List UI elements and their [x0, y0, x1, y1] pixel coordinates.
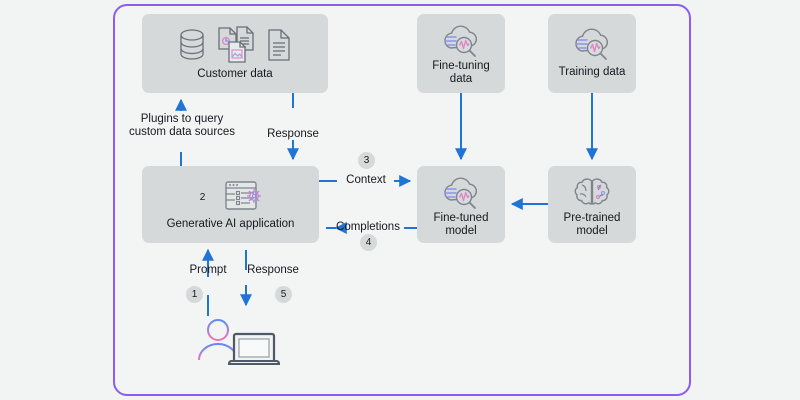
step-badge-5: 5 — [275, 286, 292, 303]
node-customer-data[interactable]: Customer data — [142, 14, 328, 93]
node-training-data[interactable]: Training data — [548, 14, 636, 93]
step-badge-2: 2 — [194, 188, 211, 206]
node-genai-application[interactable]: 2 Generative AI a — [142, 166, 319, 243]
flow-label-completions: Completions — [336, 221, 400, 233]
step-badge-4: 4 — [360, 234, 377, 251]
flow-label-response-bottom: Response — [247, 264, 299, 276]
brain-icon — [574, 178, 610, 205]
node-label: Generative AI application — [166, 218, 295, 230]
node-pretrained-model[interactable]: Pre-trained model — [548, 166, 636, 243]
customer-data-icons — [178, 24, 292, 66]
node-label: Customer data — [197, 68, 273, 80]
node-label: Fine-tuning data — [432, 60, 490, 85]
cloud-analytics-icon — [444, 177, 478, 209]
fine-tuned-model-icons — [440, 176, 482, 212]
node-label: Fine-tuned model — [433, 212, 489, 237]
app-window-gear-icon — [225, 181, 261, 210]
node-label: Training data — [558, 66, 626, 78]
pretrained-model-icons — [572, 176, 612, 212]
flow-label-response-top: Response — [267, 128, 319, 140]
cloud-analytics-icon — [444, 25, 478, 57]
step-badge-1: 1 — [186, 286, 203, 303]
database-icon — [180, 29, 204, 60]
documents-icon — [218, 26, 254, 63]
step-badge-3: 3 — [358, 152, 375, 169]
genai-app-icons: 2 — [194, 176, 267, 218]
node-fine-tuning-data[interactable]: Fine-tuning data — [417, 14, 505, 93]
node-label: Pre-trained model — [563, 212, 621, 237]
training-data-icons — [571, 24, 613, 66]
cloud-analytics-icon — [575, 28, 609, 60]
document-icon — [268, 29, 290, 61]
flow-label-context: Context — [346, 174, 386, 186]
fine-tuning-data-icons — [440, 24, 482, 60]
flow-label-prompt: Prompt — [189, 264, 227, 276]
node-fine-tuned-model[interactable]: Fine-tuned model — [417, 166, 505, 243]
flow-label-plugins: Plugins to query custom data sources — [128, 113, 236, 138]
user-with-laptop-icon — [198, 319, 280, 365]
